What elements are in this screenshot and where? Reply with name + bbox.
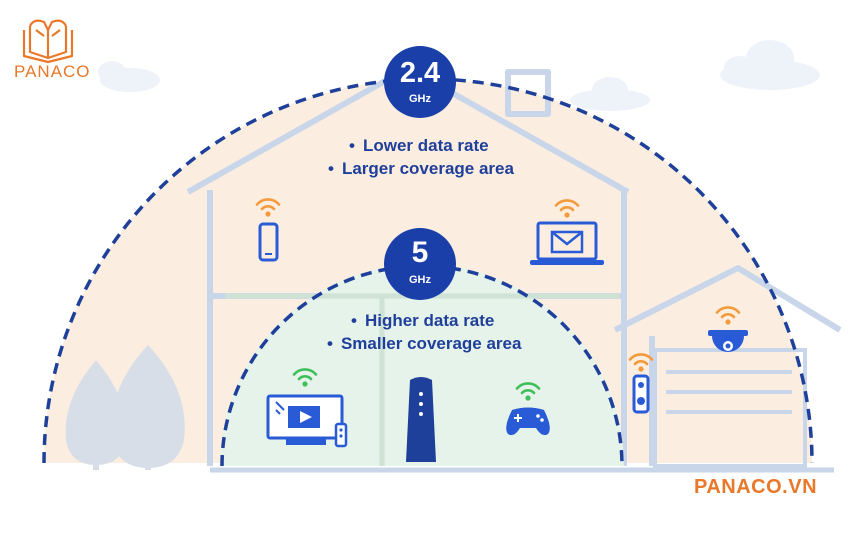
wifi-router-icon [406,377,436,462]
cloud-right-1 [720,40,820,90]
tree-icon [65,345,185,470]
badge-5ghz [384,228,456,300]
feature-5ghz-data-rate: Higher data rate [351,311,494,331]
feature-2-4ghz-coverage: Larger coverage area [328,159,514,179]
badge-5ghz-unit: GHz [409,274,431,286]
panaco-logo-icon [22,19,74,64]
smartphone-icon [255,198,281,262]
site-name: PANACO.VN [694,476,818,498]
badge-2-4ghz [384,46,456,118]
badge-5ghz-value: 5 [411,236,429,269]
video-doorbell-icon [628,353,654,414]
feature-2-4ghz-data-rate: Lower data rate [349,136,489,156]
cloud-right-2 [570,77,650,111]
laptop-mail-icon [530,199,604,265]
smart-tv-icon [266,368,348,448]
security-camera-icon [708,306,748,352]
cloud-left [98,61,160,92]
garage-door-panels [666,370,792,414]
game-controller-icon [506,382,550,436]
badge-2-4ghz-value: 2.4 [399,57,441,89]
badge-2-4ghz-unit: GHz [409,93,431,105]
feature-5ghz-coverage: Smaller coverage area [327,334,522,354]
brand-name: PANACO [14,62,91,81]
